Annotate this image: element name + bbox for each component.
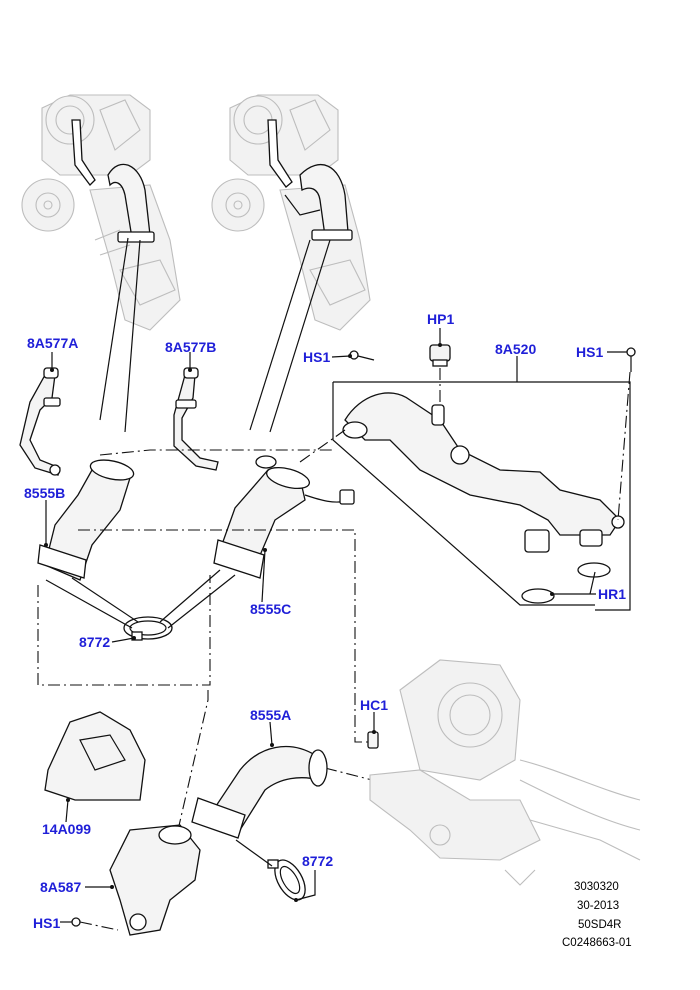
callout-14A099[interactable]: 14A099 [42, 821, 91, 837]
part-8A520-coolant-pipe [342, 392, 625, 553]
leader-line [111, 637, 135, 643]
reference-code-4: C0248663-01 [562, 937, 632, 949]
callout-8A587[interactable]: 8A587 [40, 879, 81, 895]
part-HS1-bolt-left [349, 350, 375, 361]
callout-8555B[interactable]: 8555B [24, 485, 65, 501]
callout-8772-lower[interactable]: 8772 [302, 853, 333, 869]
part-HS1-bolt-lower [71, 917, 119, 931]
callout-HP1[interactable]: HP1 [427, 311, 454, 327]
leader-line [295, 870, 316, 901]
leader-line [249, 239, 311, 431]
assembly-bracket-8A520 [332, 382, 595, 606]
callout-HC1[interactable]: HC1 [360, 697, 388, 713]
assembly-path [177, 690, 209, 831]
assembly-path [78, 529, 372, 743]
part-8772-clamp-upper [123, 616, 173, 641]
reference-code-3: 50SD4R [578, 919, 621, 931]
part-8555C-hose [213, 455, 355, 579]
installed-hose-right [267, 119, 353, 241]
callout-8555C[interactable]: 8555C [250, 601, 291, 617]
callout-HS1-upper-right[interactable]: HS1 [576, 344, 603, 360]
leader-line [65, 799, 69, 823]
reference-code-1: 3030320 [574, 881, 619, 893]
leader-line [269, 721, 273, 746]
reference-code-2: 30-2013 [577, 900, 619, 912]
part-14A099-heat-shield [44, 711, 146, 801]
callout-8A577B[interactable]: 8A577B [165, 339, 216, 355]
leader-line [235, 839, 273, 867]
part-8A587-thermostat-housing [109, 824, 201, 936]
part-8555B-hose [37, 459, 135, 581]
callout-8A520[interactable]: 8A520 [495, 341, 536, 357]
callout-8A577A[interactable]: 8A577A [27, 335, 78, 351]
part-HC1-clip [367, 731, 379, 749]
callout-HR1[interactable]: HR1 [598, 586, 626, 602]
part-8A577A-hose [19, 367, 61, 476]
callout-8555A[interactable]: 8555A [250, 707, 291, 723]
callout-HS1-upper-left[interactable]: HS1 [303, 349, 330, 365]
engine-reference-view-lower [369, 659, 641, 886]
leader-line [45, 579, 133, 629]
assembly-path [37, 575, 211, 686]
leader-line [331, 355, 351, 358]
leader-line [269, 239, 331, 433]
installed-hose-left [71, 119, 155, 243]
leader-line [589, 571, 596, 595]
leader-line [71, 577, 139, 623]
leader-line [124, 239, 141, 433]
leader-line [159, 569, 221, 623]
leader-line [167, 574, 236, 629]
part-HS1-bolt-right [626, 347, 636, 372]
part-8A577B-hose [173, 367, 219, 471]
part-HR1-o-rings [521, 562, 611, 604]
callout-8772-upper[interactable]: 8772 [79, 634, 110, 650]
leader-line [261, 549, 266, 603]
engine-reference-view-left [21, 94, 181, 331]
assembly-path [617, 371, 631, 521]
part-8555A-hose [191, 745, 328, 839]
part-HP1-plug [429, 344, 451, 367]
part-8772-clamp-lower [267, 859, 306, 901]
callout-HS1-lower[interactable]: HS1 [33, 915, 60, 931]
assembly-bracket-8A520 [333, 381, 631, 611]
assembly-path [99, 449, 335, 456]
leader-line [99, 237, 129, 421]
assembly-path [299, 429, 346, 463]
